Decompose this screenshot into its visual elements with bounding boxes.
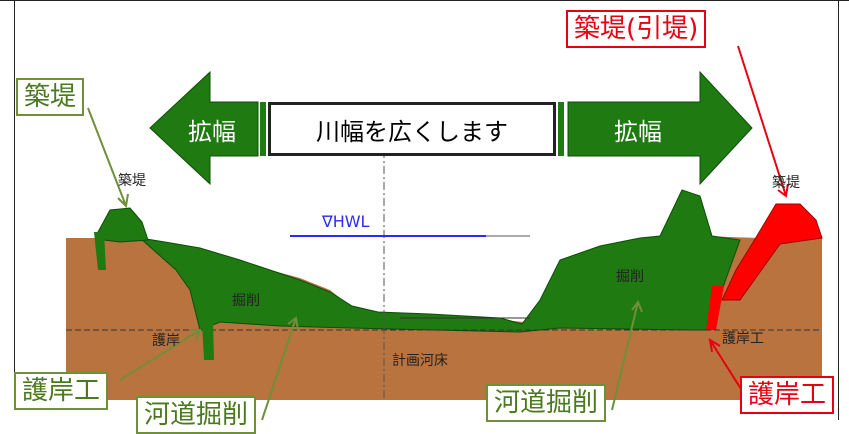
arrowhead-revetment-left [190, 329, 202, 341]
frame-left-border [14, 0, 15, 400]
drawing-label-embankment-left: 築堤 [118, 173, 146, 189]
arrowhead-embankment-left [117, 193, 129, 209]
drawing-label-revetment-right: 護岸工 [722, 331, 764, 347]
riverbed-label: 計画河床 [392, 353, 448, 369]
callout-channel-excavation-right: 河道掘削 [486, 384, 607, 422]
leader-revetment-left [119, 329, 201, 381]
widening-message: 川幅を広くします [268, 102, 556, 156]
left-arrow-head [149, 70, 259, 186]
callout-revetment-red: 護岸工 [740, 376, 835, 414]
leader-excavation-left [261, 317, 297, 421]
right-embankment-red [721, 203, 823, 301]
arrowhead-red-embankment [777, 183, 789, 198]
hwl-label: ∇HWL [322, 212, 370, 231]
drawing-label-embankment-right: 築堤 [772, 175, 800, 191]
excavation-region [138, 189, 741, 333]
left-arrow-bar [260, 102, 266, 156]
left-embankment [97, 207, 149, 243]
arrowhead-red-revetment [708, 338, 721, 353]
right-arrow-label: 拡幅 [614, 118, 662, 146]
frame-top-border [0, 0, 849, 1]
right-revetment-red [706, 286, 724, 330]
arrowhead-excavation-right [631, 299, 643, 313]
leader-embankment-left [87, 107, 127, 207]
widening-arrow [149, 70, 753, 186]
callout-embankment-setback: 築堤(引堤) [566, 10, 707, 48]
drawing-label-excavation-right: 掘削 [616, 269, 644, 285]
leader-excavation-right [611, 301, 639, 411]
drawing-label-revetment-left: 護岸 [152, 333, 180, 349]
left-arrow-label: 拡幅 [188, 118, 236, 146]
leader-red-embankment [737, 45, 787, 197]
frame-right-border [838, 0, 839, 420]
left-structure [94, 232, 106, 270]
callout-embankment: 築堤 [16, 78, 85, 116]
callout-channel-excavation-left: 河道掘削 [136, 396, 257, 434]
drawing-label-excavation-left: 掘削 [232, 293, 260, 309]
arrowhead-excavation-left [287, 316, 299, 331]
left-revetment [200, 286, 214, 360]
right-arrow-head [567, 70, 753, 186]
right-arrow-bar [558, 102, 564, 156]
callout-revetment: 護岸工 [14, 372, 109, 410]
